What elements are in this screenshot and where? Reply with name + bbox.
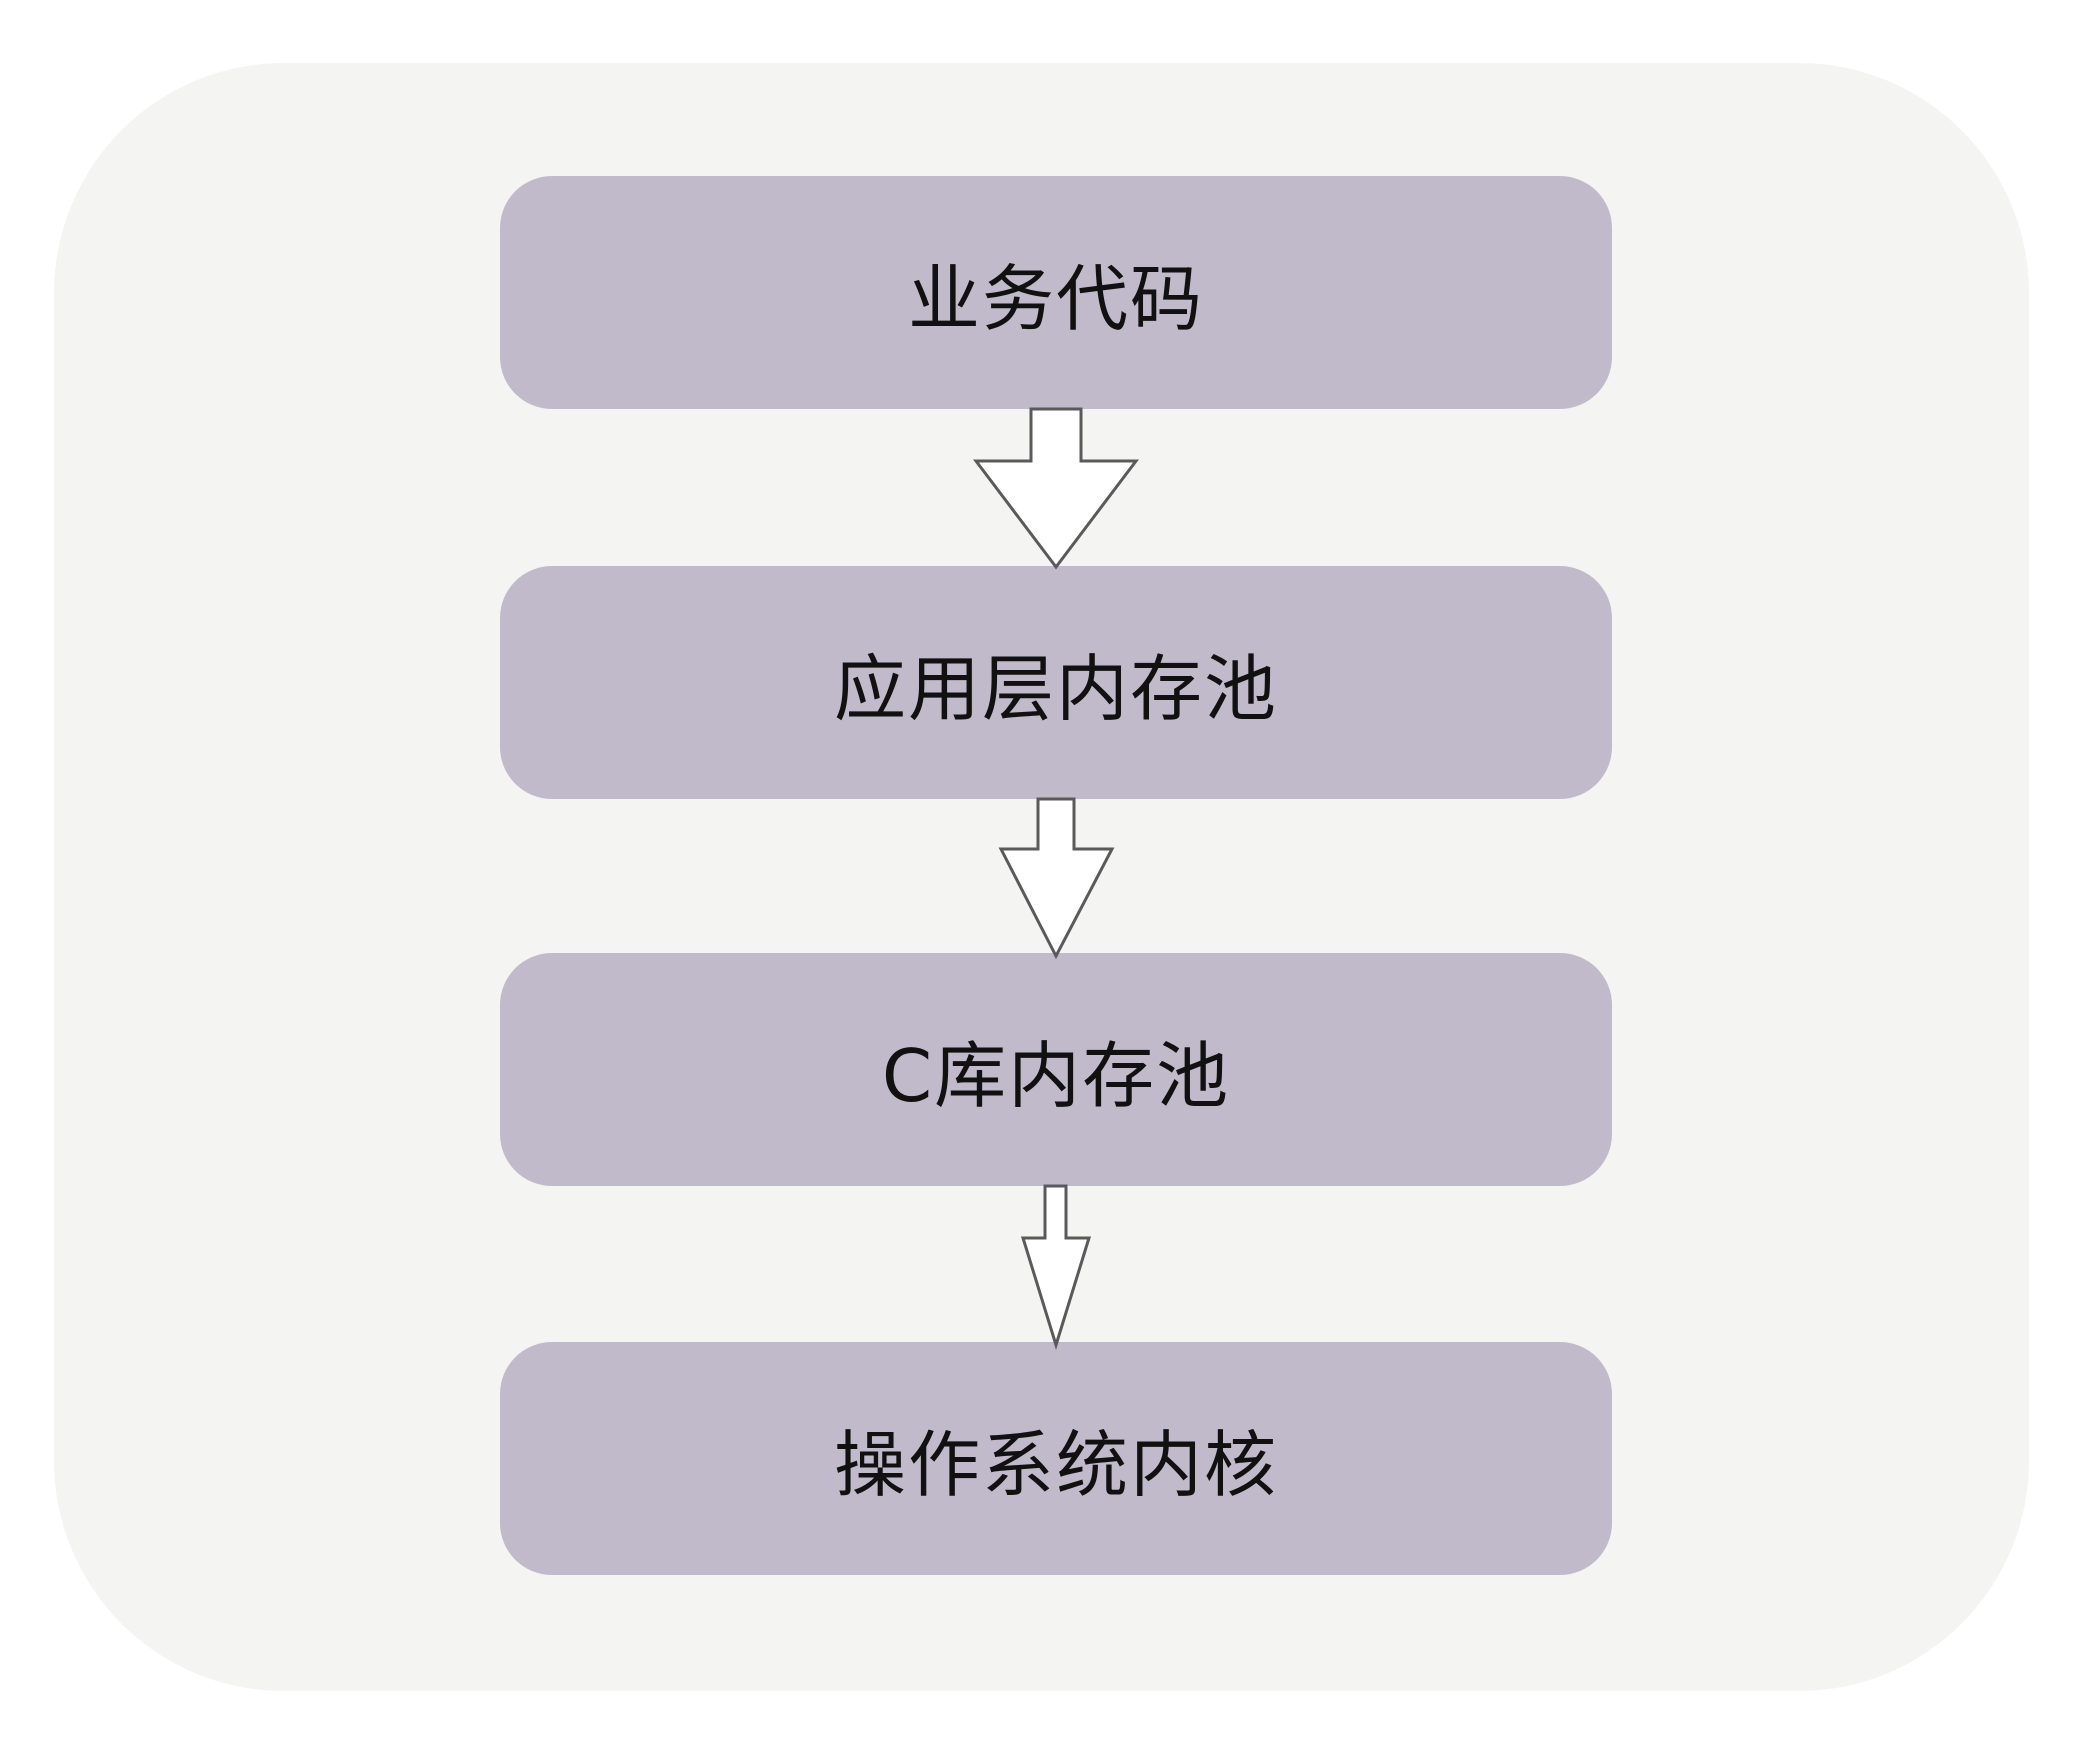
- node-label: 业务代码: [907, 257, 1204, 341]
- node-app-memory-pool: 应用层内存池: [500, 566, 1612, 799]
- node-label: C库内存池: [881, 1034, 1231, 1118]
- node-label: 应用层内存池: [833, 647, 1278, 731]
- node-business-code: 业务代码: [500, 176, 1612, 409]
- node-os-kernel: 操作系统内核: [500, 1342, 1612, 1575]
- node-label: 操作系统内核: [833, 1423, 1278, 1507]
- node-c-library-memory-pool: C库内存池: [500, 953, 1612, 1186]
